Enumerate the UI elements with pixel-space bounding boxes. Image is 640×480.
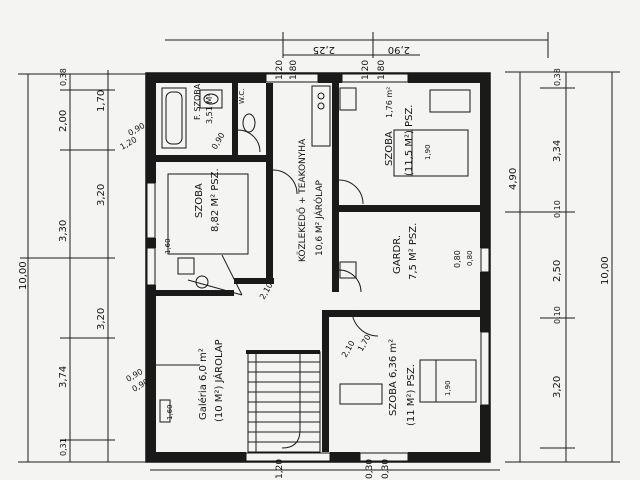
dim-misc-3: 0,80 (453, 250, 462, 268)
dim-right-320: 3,20 (552, 376, 563, 398)
wardrobe-area: 7,5 M² PSZ. (408, 223, 419, 280)
dim-left-170: 1,70 (96, 90, 107, 112)
dim-right-250: 2,50 (552, 260, 563, 282)
dim-bottom-30a: 0,30 (365, 459, 375, 479)
outer-walls (145, 72, 491, 463)
dim-left-total: 10,00 (18, 261, 29, 290)
bath-area: 3,51 M² (205, 94, 214, 124)
dim-right-334: 3,34 (552, 140, 563, 162)
bed-label-se: 1,90 (444, 380, 452, 396)
dim-misc-8: 1,70 (356, 333, 373, 353)
dim-top-small-4: 1,80 (377, 60, 387, 80)
dim-left-330: 3,30 (58, 220, 69, 242)
dim-top-small-1: 1,20 (275, 60, 285, 80)
fixtures (156, 85, 477, 423)
window-label-2: 0,80 (466, 250, 474, 266)
room-ne-area: (11,5 M²) PSZ. (404, 105, 415, 176)
dim-right-10a: 0,10 (553, 200, 562, 218)
interior-walls (156, 83, 480, 452)
kitchen-area: 10,6 M² JÁRÓLAP (313, 179, 325, 256)
left-dimension-chain: 10,00 3,74 3,30 1,70 2,00 3,20 3,20 0,38… (18, 68, 150, 463)
dim-misc-2: 1,20 (119, 135, 139, 152)
dim-right-490: 4,90 (508, 168, 519, 190)
dim-misc-6: 2,10 (258, 281, 275, 301)
dim-misc-1: 0,90 (127, 121, 147, 138)
dim-right-10b: 0,10 (553, 306, 562, 324)
dim-bottom-120: 1,20 (275, 459, 285, 479)
room-nw-name: SZOBA (194, 183, 205, 218)
top-dimension-chain: 2,25 2,90 1,20 1,80 1,20 1,80 (165, 32, 549, 80)
wc-name: W.C. (238, 89, 246, 104)
dim-left-38: 0,38 (59, 68, 68, 86)
dim-top-small-2: 1,80 (289, 60, 299, 80)
staircase (247, 351, 321, 453)
dim-misc-9: 0,90 (210, 131, 227, 151)
dim-top-1: 2,25 (313, 44, 335, 55)
bath-name: F. SZOBA (193, 83, 202, 120)
room-ne-furniture: 1,76 m² (385, 87, 394, 118)
dim-left-31: 0,31 (59, 438, 68, 456)
dim-left-320a: 3,20 (96, 184, 107, 206)
bottom-dimension-chain: 1,20 0,30 0,30 (150, 459, 500, 479)
room-nw-area: 8,82 M² PSZ. (210, 168, 221, 232)
bed-label-ne: 1,90 (424, 144, 432, 160)
dim-right-38: 0,38 (553, 68, 562, 86)
dim-misc-7: 2,10 (340, 339, 357, 359)
room-se-name: SZOBA 6,36 m² (388, 339, 399, 416)
dim-top-small-3: 1,20 (361, 60, 371, 80)
window-label-1: 1,60 (164, 238, 172, 254)
gallery-area: (10 M²) JÁROLAP (212, 339, 225, 422)
room-se-area: (11 M²) PSZ. (406, 364, 417, 426)
wardrobe-name: GARDR. (392, 235, 403, 274)
right-dimension-chain: 3,34 4,90 2,50 3,20 0,38 0,10 0,10 10,00 (505, 68, 620, 463)
window-label-3: 1,60 (166, 404, 174, 420)
dim-left-374: 3,74 (58, 366, 69, 388)
room-ne-name: SZOBA (384, 131, 395, 166)
dim-right-total: 10,00 (600, 256, 611, 285)
doors (237, 129, 379, 337)
dim-left-320b: 3,20 (96, 308, 107, 330)
small-dimensions: 0,90 1,20 0,80 0,90 0,90 2,10 2,10 1,70 … (119, 121, 475, 420)
windows (146, 73, 490, 462)
kitchen-name: KÖZLEKEDŐ + TEAKONYHA (297, 138, 308, 262)
dim-left-200: 2,00 (58, 110, 69, 132)
gallery-name: Galéria 6,0 m² (197, 348, 209, 420)
dim-bottom-30b: 0,30 (381, 459, 391, 479)
room-labels: F. SZOBA 3,51 M² W.C. KÖZLEKEDŐ + TEAKON… (193, 83, 452, 426)
dim-top-2: 2,90 (388, 44, 410, 55)
